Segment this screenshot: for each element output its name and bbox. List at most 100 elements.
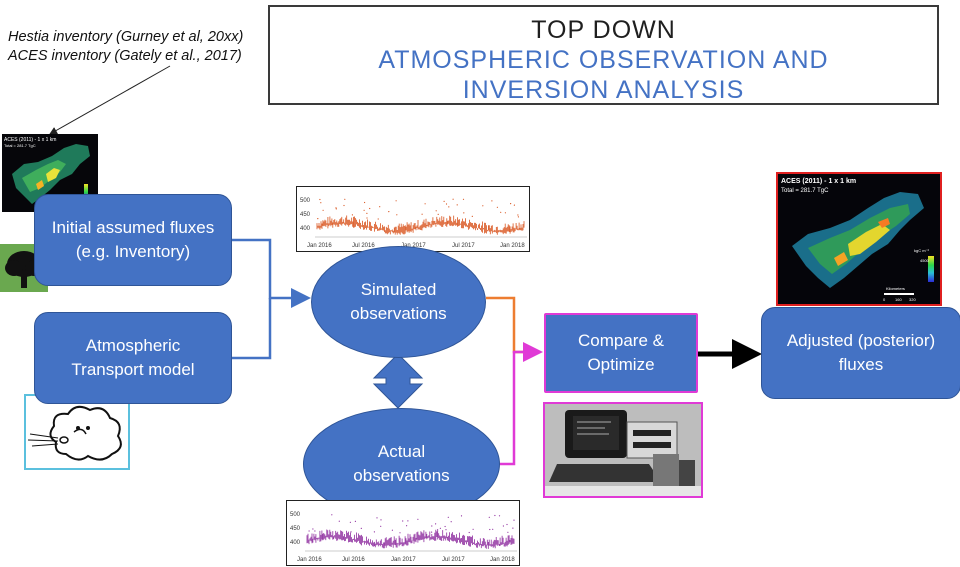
actual-trace-point <box>406 525 408 527</box>
actual-trace-point <box>450 521 452 523</box>
compare-line1: Compare & <box>578 331 664 350</box>
simulated-trace-point <box>517 216 519 218</box>
simulated-trace-point <box>496 206 498 208</box>
simulated-trace-point <box>435 210 437 212</box>
actual-trace-point <box>331 514 333 516</box>
actual-trace-point <box>472 528 474 530</box>
actual-series <box>306 514 515 549</box>
actual-trace-point <box>445 529 447 531</box>
double-arrow-icon <box>372 353 424 409</box>
simulated-line1: Simulated <box>360 280 437 299</box>
aces-large-scale-tick-1: 160 <box>895 297 902 302</box>
simulated-trace-point <box>344 198 346 200</box>
actual-trace-point <box>417 518 419 520</box>
simulated-trace-point <box>379 206 381 208</box>
aces-large-total: Total = 281.7 TgC <box>781 188 829 194</box>
actual-trace-point <box>402 520 404 522</box>
simulated-trace-point <box>471 215 473 217</box>
actual-trace-point <box>513 519 515 521</box>
simulated-observations-plot: 500 450 400 Jan 2016 Jul 2016 Jan 2017 J… <box>296 186 530 252</box>
aces-large-scale-tick-0: 0 <box>883 297 886 302</box>
sim-ytick-450: 450 <box>300 212 311 218</box>
simulated-trace-point <box>463 212 465 214</box>
actual-observations-plot: 500 450 400 Jan 2016 Jul 2016 Jan 2017 J… <box>286 500 520 566</box>
aces-large-title: ACES (2011) - 1 x 1 km <box>781 178 856 185</box>
simulated-trace-point <box>319 198 321 201</box>
act-ytick-450: 450 <box>290 526 301 532</box>
actual-trace-point <box>354 520 356 522</box>
title-box: TOP DOWN ATMOSPHERIC OBSERVATION AND INV… <box>268 5 939 105</box>
simulated-trace-point <box>500 211 502 213</box>
sim-xtick-3: Jul 2017 <box>452 243 475 249</box>
actual-trace-point <box>468 531 470 534</box>
simulated-trace-point <box>445 203 448 205</box>
actual-trace-point <box>512 527 514 529</box>
simulated-trace-point <box>363 209 365 211</box>
initial-fluxes-line2: (e.g. Inventory) <box>75 242 191 261</box>
actual-line1: Actual <box>377 442 426 461</box>
simulated-trace-point <box>366 217 368 219</box>
aces-map-large: ACES (2011) - 1 x 1 km Total = 281.7 TgC… <box>776 172 942 306</box>
simulated-trace-point <box>456 204 458 206</box>
simulated-trace-point <box>351 214 353 216</box>
actual-trace-point <box>439 527 441 529</box>
simulated-plot-svg: 500 450 400 Jan 2016 Jul 2016 Jan 2017 J… <box>300 198 527 249</box>
actual-trace-point <box>380 519 382 521</box>
actual-trace-point <box>314 530 316 532</box>
computer-photo <box>543 402 703 498</box>
actual-trace-point <box>312 528 314 530</box>
actual-trace-point <box>373 531 375 533</box>
actual-trace-point <box>360 527 362 529</box>
adjusted-line1: Adjusted (posterior) <box>786 331 936 350</box>
simulated-trace-point <box>510 203 512 205</box>
citation-aces: ACES inventory (Gately et al., 2017) <box>8 48 242 64</box>
actual-trace-point <box>338 520 340 522</box>
simulated-trace-point <box>366 212 368 214</box>
initial-fluxes-line1: Initial assumed fluxes <box>51 218 215 237</box>
simulated-trace-point <box>364 201 366 204</box>
title-top-down: TOP DOWN <box>531 16 676 44</box>
actual-trace-point <box>391 529 393 531</box>
act-xtick-4: Jan 2018 <box>490 557 515 563</box>
act-ytick-400: 400 <box>290 540 301 546</box>
sim-ytick-500: 500 <box>300 198 311 204</box>
simulated-trace-point <box>421 213 423 215</box>
actual-line2: observations <box>353 466 450 485</box>
compare-line2: Optimize <box>587 355 655 374</box>
actual-trace-point <box>435 523 437 525</box>
simulated-trace-point <box>443 200 445 202</box>
wind-cloud-icon <box>24 394 130 470</box>
actual-trace <box>306 529 515 549</box>
transport-model-line1: Atmospheric <box>85 336 181 355</box>
aces-small-total: Total = 281.7 TgC <box>4 143 36 148</box>
actual-trace-point <box>498 515 501 517</box>
aces-large-scale-label: Kilometers <box>886 286 905 291</box>
act-xtick-2: Jan 2017 <box>391 557 416 563</box>
actual-trace-point <box>444 525 446 528</box>
simulated-trace-point <box>517 214 519 216</box>
act-xtick-1: Jul 2016 <box>342 557 365 563</box>
aces-map-large-graphic: ACES (2011) - 1 x 1 km Total = 281.7 TgC… <box>781 178 934 302</box>
simulated-trace-point <box>335 208 337 210</box>
simulated-observations-node: Simulated observations <box>311 246 486 358</box>
title-line-3: INVERSION ANALYSIS <box>462 76 745 104</box>
actual-trace-point <box>502 525 504 527</box>
aces-small-title: ACES (2011) - 1 x 1 km <box>4 137 56 143</box>
simulated-trace-point <box>482 205 484 207</box>
sim-xtick-4: Jan 2018 <box>500 243 525 249</box>
actual-trace-point <box>494 514 496 517</box>
act-xtick-3: Jul 2017 <box>442 557 465 563</box>
simulated-line2: observations <box>350 304 447 323</box>
adjusted-line2: fluxes <box>838 355 884 374</box>
actual-trace-point <box>349 521 351 523</box>
title-line-2: ATMOSPHERIC OBSERVATION AND <box>378 46 829 74</box>
aces-large-scale-tick-2: 320 <box>909 297 916 302</box>
simulated-trace-point <box>320 202 322 204</box>
act-xtick-0: Jan 2016 <box>297 557 322 563</box>
simulated-trace-point <box>504 212 506 214</box>
simulated-to-compare-connector <box>486 296 540 354</box>
citation-hestia: Hestia inventory (Gurney et al, 20xx) <box>8 29 244 45</box>
simulated-trace-point <box>377 218 379 220</box>
transport-model-box: Atmospheric Transport model <box>34 312 232 404</box>
simulated-trace-point <box>452 198 454 200</box>
